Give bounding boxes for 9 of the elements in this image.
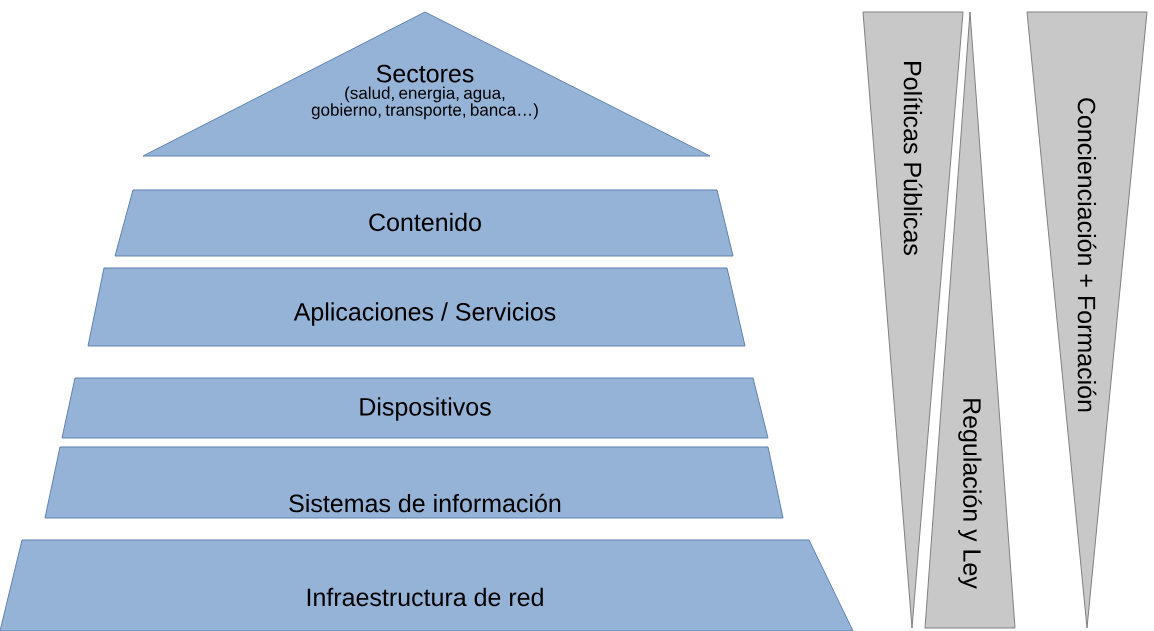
layer-trapezoid: Infraestructura de red (0, 539, 854, 631)
layer-trapezoid: Aplicaciones / Servicios (87, 267, 746, 347)
node-label: Políticas Públicas (903, 62, 923, 255)
pyramid-top-triangle: Sectores (salud, energia, agua, gobierno, transporte, banca…) (142, 11, 711, 157)
layer-trapezoid: Contenido (114, 189, 734, 257)
upright-triangle: Regulación y Ley (924, 11, 1016, 629)
layer-trapezoid: Dispositivos (61, 377, 769, 439)
inverted-triangle: Concienciación + Formación (1026, 11, 1148, 629)
layer-trapezoid: Sistemas de información (44, 446, 784, 519)
